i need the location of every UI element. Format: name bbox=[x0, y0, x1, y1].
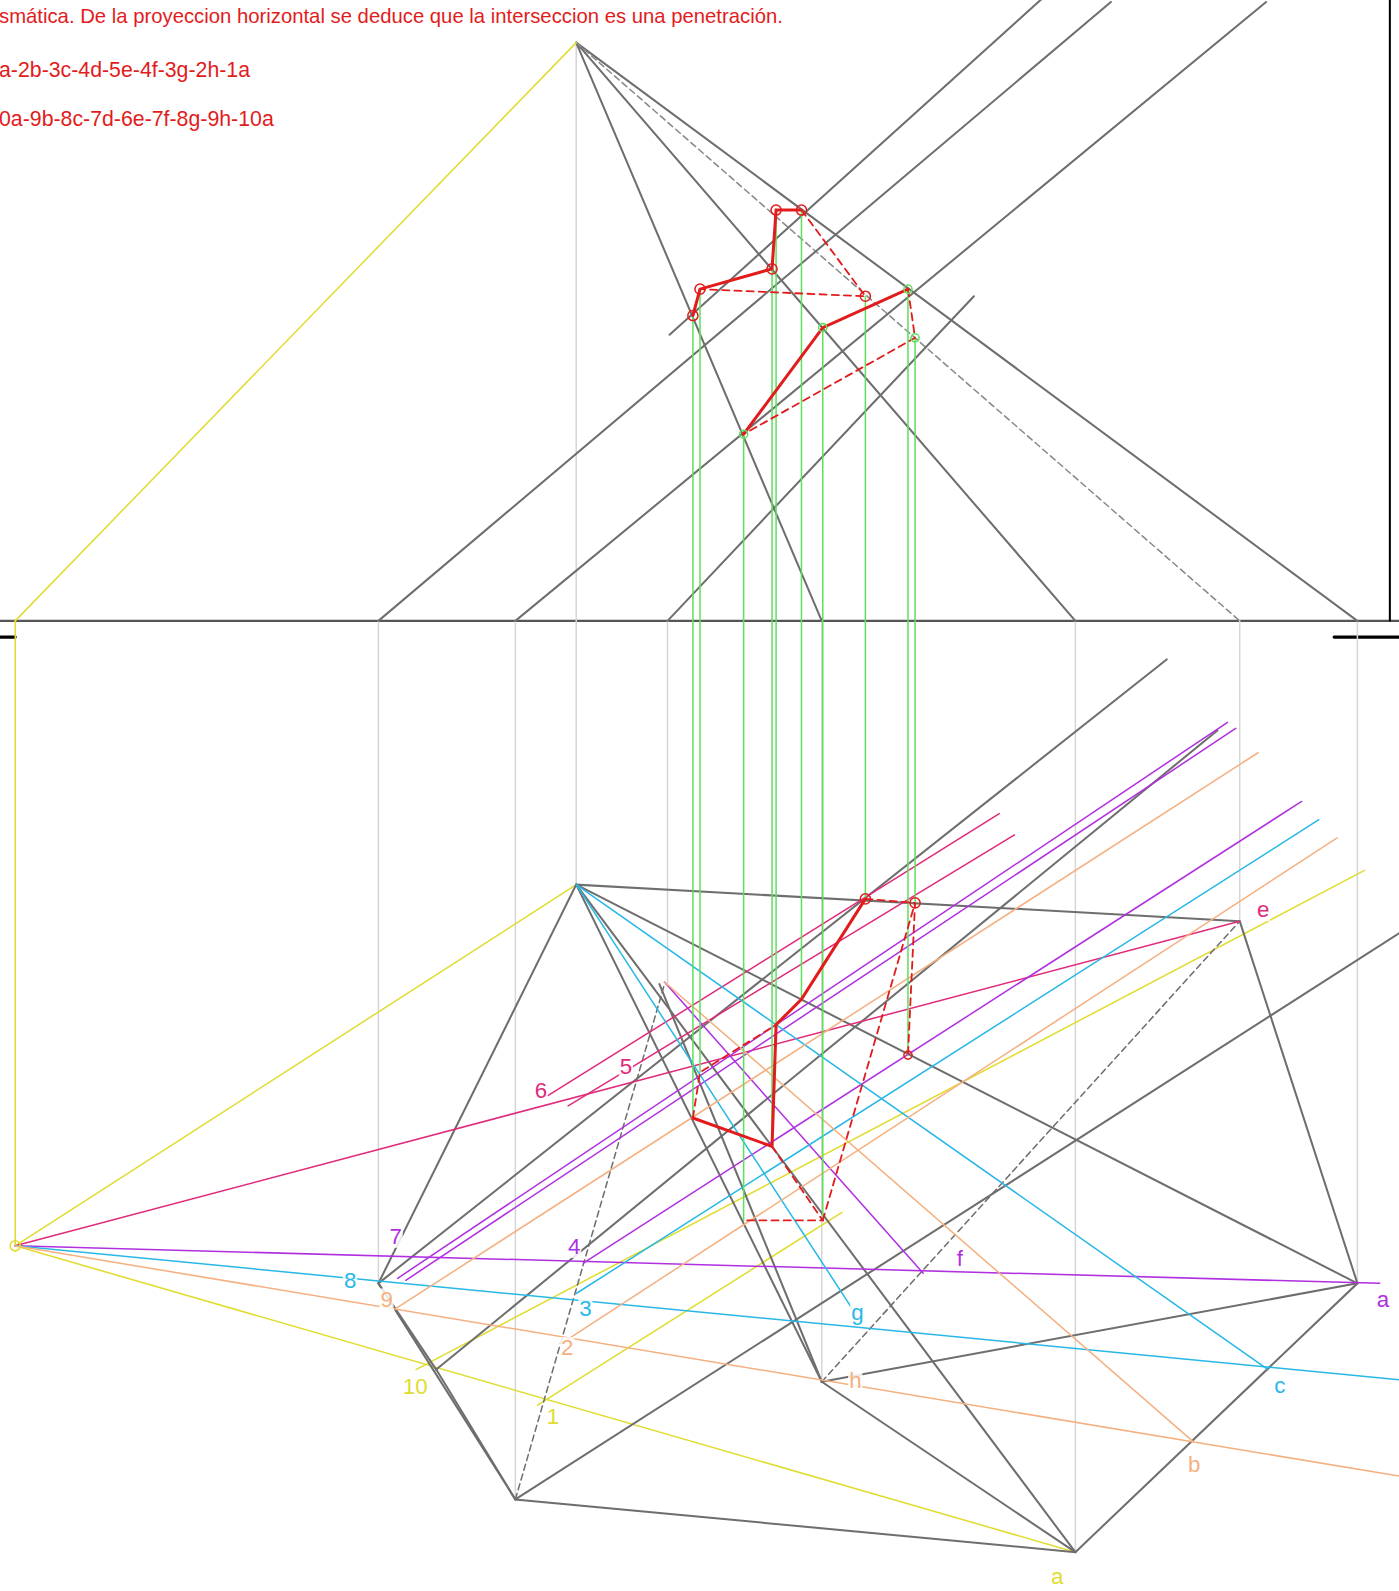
intersection-visible bbox=[693, 210, 908, 1146]
vertex-label: e bbox=[1256, 899, 1270, 921]
point-number: 5 bbox=[619, 1056, 633, 1078]
order-sequence: a-2b-3c-4d-5e-4f-3g-2h-1a bbox=[0, 59, 251, 80]
vanishing-point bbox=[10, 1241, 20, 1251]
point-number: 6 bbox=[534, 1079, 548, 1101]
point-number: 2 bbox=[560, 1337, 574, 1359]
vertex-label: a bbox=[1050, 1565, 1064, 1587]
recall-green bbox=[693, 210, 915, 1220]
order-sequence: 0a-9b-8c-7d-6e-7f-8g-9h-10a bbox=[0, 108, 275, 129]
recall-lines bbox=[378, 43, 1357, 1553]
point-number: 3 bbox=[578, 1298, 592, 1320]
vertex-label: g bbox=[850, 1302, 864, 1324]
point-number: 10 bbox=[402, 1376, 429, 1398]
point-number: 4 bbox=[567, 1236, 581, 1258]
green-points bbox=[740, 285, 920, 438]
point-number: 1 bbox=[546, 1406, 560, 1428]
point-number: 7 bbox=[389, 1226, 403, 1248]
vertex-label: b bbox=[1187, 1454, 1201, 1476]
vertex-label: c bbox=[1273, 1375, 1286, 1397]
vertex-label: a bbox=[1376, 1288, 1390, 1310]
horizontal-projection bbox=[378, 659, 1399, 1552]
vertex-label: f bbox=[956, 1248, 964, 1270]
construction-yellow bbox=[15, 43, 1364, 1553]
construction-colour bbox=[15, 722, 1399, 1476]
point-number: 8 bbox=[343, 1270, 357, 1292]
vertex-label: h bbox=[848, 1370, 862, 1392]
intersection-points bbox=[688, 205, 920, 1059]
intersection-hidden bbox=[693, 210, 915, 1220]
note-text: smática. De la proyeccion horizontal se … bbox=[0, 6, 784, 26]
point-number: 9 bbox=[379, 1288, 393, 1310]
hidden-edges bbox=[515, 921, 1239, 1499]
